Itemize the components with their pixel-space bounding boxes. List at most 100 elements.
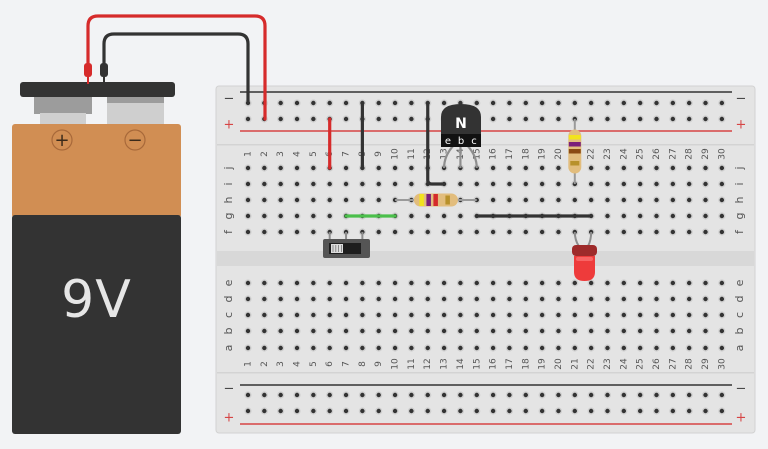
breadboard-hole[interactable] [392, 100, 398, 106]
breadboard-hole[interactable] [262, 392, 267, 398]
breadboard-hole[interactable] [719, 116, 725, 122]
breadboard-hole[interactable] [637, 197, 643, 203]
breadboard-hole[interactable] [262, 312, 267, 318]
breadboard-hole[interactable] [278, 165, 283, 171]
breadboard-hole[interactable] [474, 181, 479, 187]
breadboard-hole[interactable] [507, 229, 512, 235]
breadboard-hole[interactable] [605, 197, 610, 203]
breadboard-hole[interactable] [490, 165, 496, 171]
breadboard-hole[interactable] [670, 408, 676, 414]
breadboard-hole[interactable] [703, 181, 708, 187]
breadboard-hole[interactable] [458, 312, 463, 318]
breadboard-hole[interactable] [556, 296, 561, 302]
breadboard-hole[interactable] [490, 181, 496, 187]
breadboard-hole[interactable] [262, 165, 267, 171]
breadboard-hole[interactable] [670, 213, 676, 219]
breadboard-hole[interactable] [572, 328, 577, 334]
breadboard-hole[interactable] [360, 328, 365, 334]
breadboard-hole[interactable] [474, 280, 479, 286]
breadboard-hole[interactable] [605, 312, 610, 318]
breadboard-hole[interactable] [409, 213, 414, 219]
breadboard-hole[interactable] [719, 165, 725, 171]
breadboard-hole[interactable] [637, 229, 643, 235]
breadboard-hole[interactable] [719, 328, 725, 334]
breadboard-hole[interactable] [523, 165, 528, 171]
breadboard-hole[interactable] [294, 296, 300, 302]
breadboard-hole[interactable] [441, 328, 447, 334]
breadboard-hole[interactable] [523, 100, 528, 106]
breadboard-hole[interactable] [294, 392, 300, 398]
breadboard-hole[interactable] [392, 181, 398, 187]
breadboard-hole[interactable] [458, 345, 463, 351]
breadboard-hole[interactable] [605, 392, 610, 398]
breadboard-hole[interactable] [441, 408, 447, 414]
breadboard-hole[interactable] [637, 408, 643, 414]
breadboard-hole[interactable] [637, 181, 643, 187]
breadboard-hole[interactable] [474, 296, 479, 302]
breadboard-hole[interactable] [719, 229, 725, 235]
breadboard-hole[interactable] [556, 229, 561, 235]
breadboard-hole[interactable] [507, 197, 512, 203]
breadboard-hole[interactable] [311, 345, 316, 351]
breadboard-hole[interactable] [523, 229, 528, 235]
breadboard-hole[interactable] [425, 229, 430, 235]
breadboard-hole[interactable] [360, 181, 365, 187]
breadboard-hole[interactable] [588, 296, 594, 302]
breadboard-hole[interactable] [703, 296, 708, 302]
breadboard-hole[interactable] [376, 312, 381, 318]
breadboard-hole[interactable] [474, 100, 479, 106]
breadboard-hole[interactable] [539, 312, 545, 318]
breadboard-hole[interactable] [327, 296, 332, 302]
breadboard-hole[interactable] [605, 280, 610, 286]
breadboard-hole[interactable] [327, 312, 332, 318]
breadboard-hole[interactable] [703, 100, 708, 106]
breadboard-hole[interactable] [327, 197, 332, 203]
breadboard-hole[interactable] [572, 100, 577, 106]
breadboard-hole[interactable] [523, 181, 528, 187]
breadboard-hole[interactable] [637, 312, 643, 318]
breadboard-hole[interactable] [294, 213, 300, 219]
breadboard-hole[interactable] [425, 345, 430, 351]
breadboard-hole[interactable] [621, 100, 627, 106]
breadboard-hole[interactable] [311, 312, 316, 318]
breadboard-hole[interactable] [703, 392, 708, 398]
breadboard-hole[interactable] [311, 181, 316, 187]
breadboard-hole[interactable] [425, 296, 430, 302]
breadboard-hole[interactable] [327, 100, 332, 106]
breadboard-hole[interactable] [637, 328, 643, 334]
breadboard-hole[interactable] [245, 229, 251, 235]
breadboard-hole[interactable] [539, 392, 545, 398]
breadboard-hole[interactable] [523, 408, 528, 414]
breadboard-hole[interactable] [376, 296, 381, 302]
breadboard-hole[interactable] [556, 100, 561, 106]
breadboard-hole[interactable] [376, 328, 381, 334]
breadboard-hole[interactable] [327, 328, 332, 334]
breadboard-hole[interactable] [523, 280, 528, 286]
breadboard-hole[interactable] [719, 213, 725, 219]
breadboard-hole[interactable] [588, 116, 594, 122]
breadboard-hole[interactable] [686, 229, 692, 235]
breadboard-hole[interactable] [670, 181, 676, 187]
breadboard-hole[interactable] [294, 328, 300, 334]
breadboard-hole[interactable] [245, 345, 251, 351]
breadboard-hole[interactable] [637, 296, 643, 302]
breadboard-hole[interactable] [686, 197, 692, 203]
breadboard-hole[interactable] [311, 100, 316, 106]
breadboard-hole[interactable] [278, 345, 283, 351]
breadboard-hole[interactable] [621, 213, 627, 219]
breadboard-hole[interactable] [539, 181, 545, 187]
breadboard-hole[interactable] [425, 392, 430, 398]
breadboard-hole[interactable] [670, 229, 676, 235]
breadboard-hole[interactable] [654, 296, 659, 302]
breadboard-hole[interactable] [670, 296, 676, 302]
breadboard-hole[interactable] [572, 280, 577, 286]
breadboard-hole[interactable] [458, 296, 463, 302]
breadboard-hole[interactable] [670, 392, 676, 398]
breadboard-hole[interactable] [654, 328, 659, 334]
breadboard-hole[interactable] [327, 213, 332, 219]
breadboard-hole[interactable] [311, 213, 316, 219]
breadboard-hole[interactable] [572, 197, 577, 203]
breadboard-hole[interactable] [262, 328, 267, 334]
breadboard-hole[interactable] [343, 328, 349, 334]
